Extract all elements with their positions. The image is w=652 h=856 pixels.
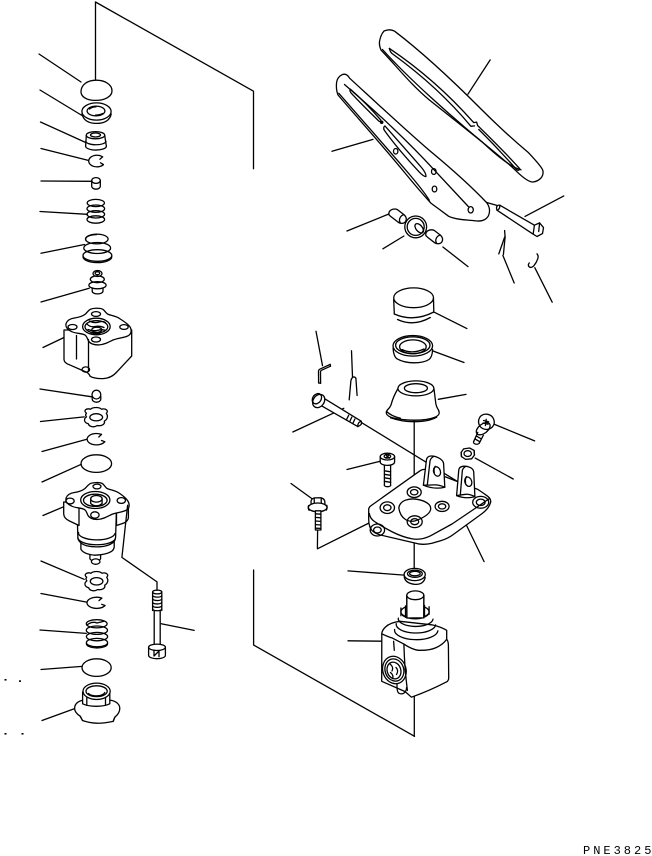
- svg-text:PNE3825: PNE3825: [583, 844, 652, 856]
